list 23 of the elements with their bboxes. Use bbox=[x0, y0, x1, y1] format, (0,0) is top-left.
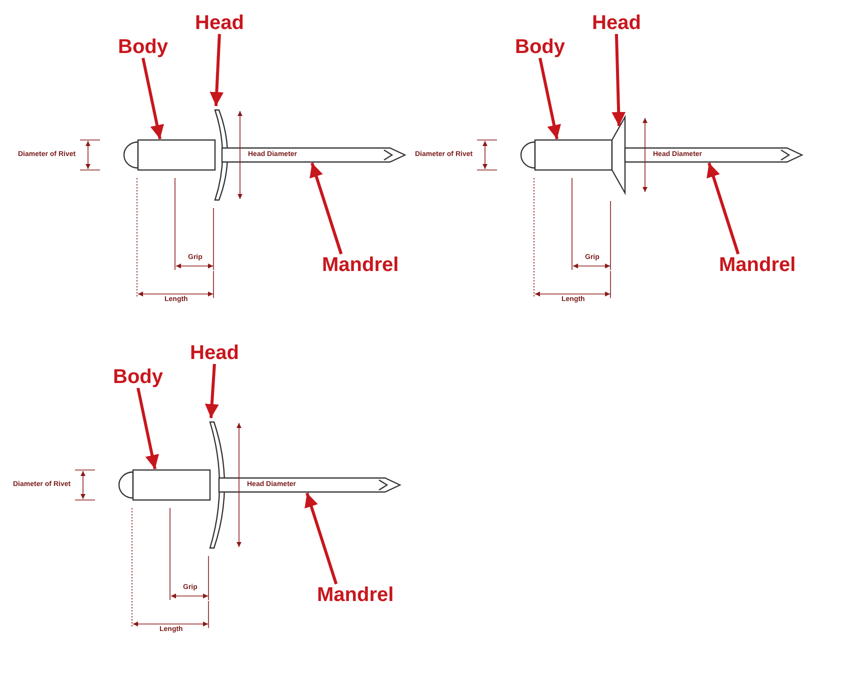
leader-arrow bbox=[142, 58, 164, 140]
leader-arrow bbox=[538, 58, 561, 140]
part-label: Body bbox=[113, 366, 163, 388]
part-label: Body bbox=[118, 36, 168, 58]
leader-arrow bbox=[136, 388, 159, 470]
rivet-body bbox=[123, 139, 216, 171]
part-label: Mandrel bbox=[719, 254, 796, 276]
part-label: Head bbox=[592, 12, 641, 34]
leader-arrow bbox=[612, 34, 626, 126]
leader-arrow bbox=[304, 492, 338, 584]
part-label: Head bbox=[190, 342, 239, 364]
rivet-body bbox=[118, 469, 211, 501]
part-label: Body bbox=[515, 36, 565, 58]
leader-arrow bbox=[310, 162, 343, 254]
leader-arrow bbox=[210, 34, 224, 106]
leader-arrow bbox=[706, 162, 740, 254]
mandrel bbox=[218, 477, 402, 493]
rivet-head bbox=[611, 114, 626, 196]
rivet-body bbox=[520, 139, 613, 171]
part-label: Mandrel bbox=[322, 254, 399, 276]
part-label: Head bbox=[195, 12, 244, 34]
leader-arrow bbox=[204, 364, 219, 418]
part-label: Mandrel bbox=[317, 584, 394, 606]
